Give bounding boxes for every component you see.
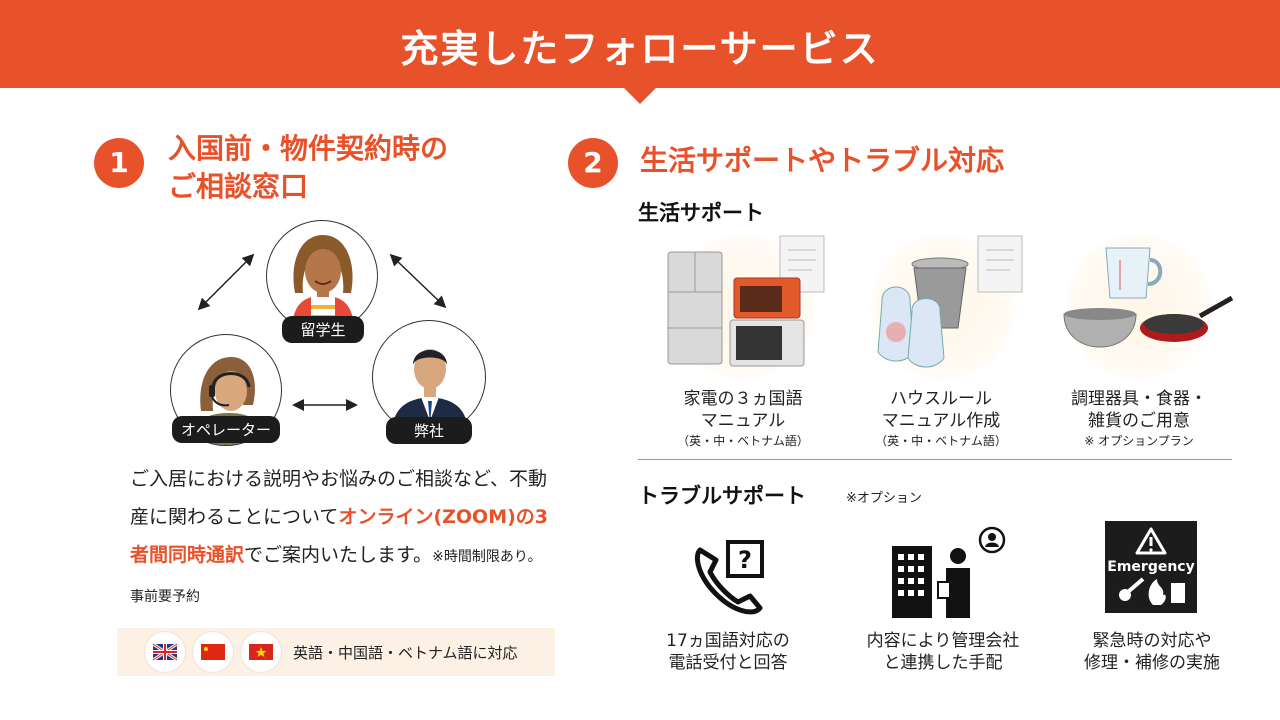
trouble-item-1-line1: 17ヵ国語対応の xyxy=(666,631,790,651)
header-banner: 充実したフォローサービス xyxy=(0,0,1280,88)
trouble-item-3: 緊急時の対応や 修理・補修の実施 xyxy=(1062,630,1242,674)
emergency-label: Emergency xyxy=(1107,559,1194,575)
trouble-support-note: ※オプション xyxy=(846,491,922,506)
trouble-item-1-line2: 電話受付と回答 xyxy=(668,653,788,673)
building-manager-icon xyxy=(892,526,1006,618)
language-support-bar: 英語・中国語・ベトナム語に対応 xyxy=(117,628,555,676)
arrow-student-company xyxy=(389,253,447,309)
company-label: 弊社 xyxy=(386,417,472,444)
appliances-icon xyxy=(667,235,825,367)
life-item-2-sub: （英・中・ベトナム語） xyxy=(875,434,1007,448)
life-support-heading: 生活サポート xyxy=(638,201,764,225)
life-item-3-line1: 調理器具・食器・ xyxy=(1071,389,1207,409)
section1-title-line2: ご相談窓口 xyxy=(168,170,309,203)
section1-description: ご入居における説明やお悩みのご相談など、不動産に関わることについてオンライン(Z… xyxy=(130,460,550,616)
svg-text:?: ? xyxy=(738,546,752,574)
life-item-3-line2: 雑貨のご用意 xyxy=(1088,411,1190,431)
vietnam-flag-icon xyxy=(241,632,281,672)
page-title: 充実したフォローサービス xyxy=(400,27,880,71)
emergency-icon: Emergency xyxy=(1105,521,1197,613)
life-item-1-line1: 家電の３ヵ国語 xyxy=(683,389,803,409)
student-label: 留学生 xyxy=(282,316,364,343)
life-item-3-sub: ※ オプションプラン xyxy=(1084,434,1194,448)
life-item-1: 家電の３ヵ国語 マニュアル （英・中・ベトナム語） xyxy=(648,388,838,450)
section-divider xyxy=(638,459,1232,460)
section2-title: 生活サポートやトラブル対応 xyxy=(640,144,1005,177)
uk-flag-icon xyxy=(145,632,185,672)
header-notch xyxy=(622,86,658,104)
trouble-item-2-line2: と連携した手配 xyxy=(883,653,1003,673)
life-item-2-line1: ハウスルール xyxy=(890,389,992,409)
company-avatar xyxy=(372,320,486,434)
section1-title: 入国前・物件契約時の ご相談窓口 xyxy=(168,130,448,206)
consultation-arrows xyxy=(197,253,447,411)
life-item-3: 調理器具・食器・ 雑貨のご用意 ※ オプションプラン xyxy=(1044,388,1234,450)
life-item-2-line2: マニュアル作成 xyxy=(881,411,1001,431)
language-support-text: 英語・中国語・ベトナム語に対応 xyxy=(293,644,518,662)
section1-title-line1: 入国前・物件契約時の xyxy=(168,132,449,165)
section2-number-badge: 2 xyxy=(568,138,618,188)
garbage-icon xyxy=(877,235,1023,368)
life-item-2: ハウスルール マニュアル作成 （英・中・ベトナム語） xyxy=(846,388,1036,450)
section1-number-badge: 1 xyxy=(94,138,144,188)
description-part2: でご案内いたします。 xyxy=(244,544,433,566)
china-flag-icon xyxy=(193,632,233,672)
trouble-item-1: 17ヵ国語対応の 電話受付と回答 xyxy=(638,630,818,674)
arrow-operator-student xyxy=(197,253,255,311)
operator-label: オペレーター xyxy=(172,416,280,443)
life-item-1-sub: （英・中・ベトナム語） xyxy=(677,434,809,448)
description-note: ※時間制限あり。事前要予約 xyxy=(130,549,542,605)
trouble-item-2: 内容により管理会社 と連携した手配 xyxy=(848,630,1038,674)
trouble-item-2-line1: 内容により管理会社 xyxy=(866,631,1020,651)
phone-question-icon: ? xyxy=(694,540,764,615)
description-highlight: オンライン(ZOOM)の3者間同時通訳 xyxy=(130,506,549,566)
trouble-support-heading: トラブルサポート xyxy=(638,484,806,508)
trouble-item-3-line2: 修理・補修の実施 xyxy=(1084,653,1220,673)
trouble-item-3-line1: 緊急時の対応や xyxy=(1092,631,1212,651)
cookware-icon xyxy=(1063,247,1234,348)
life-item-1-line2: マニュアル xyxy=(700,411,786,431)
description-part1: ご入居における説明やお悩みのご相談など、不動産に関わることについて xyxy=(130,468,548,528)
